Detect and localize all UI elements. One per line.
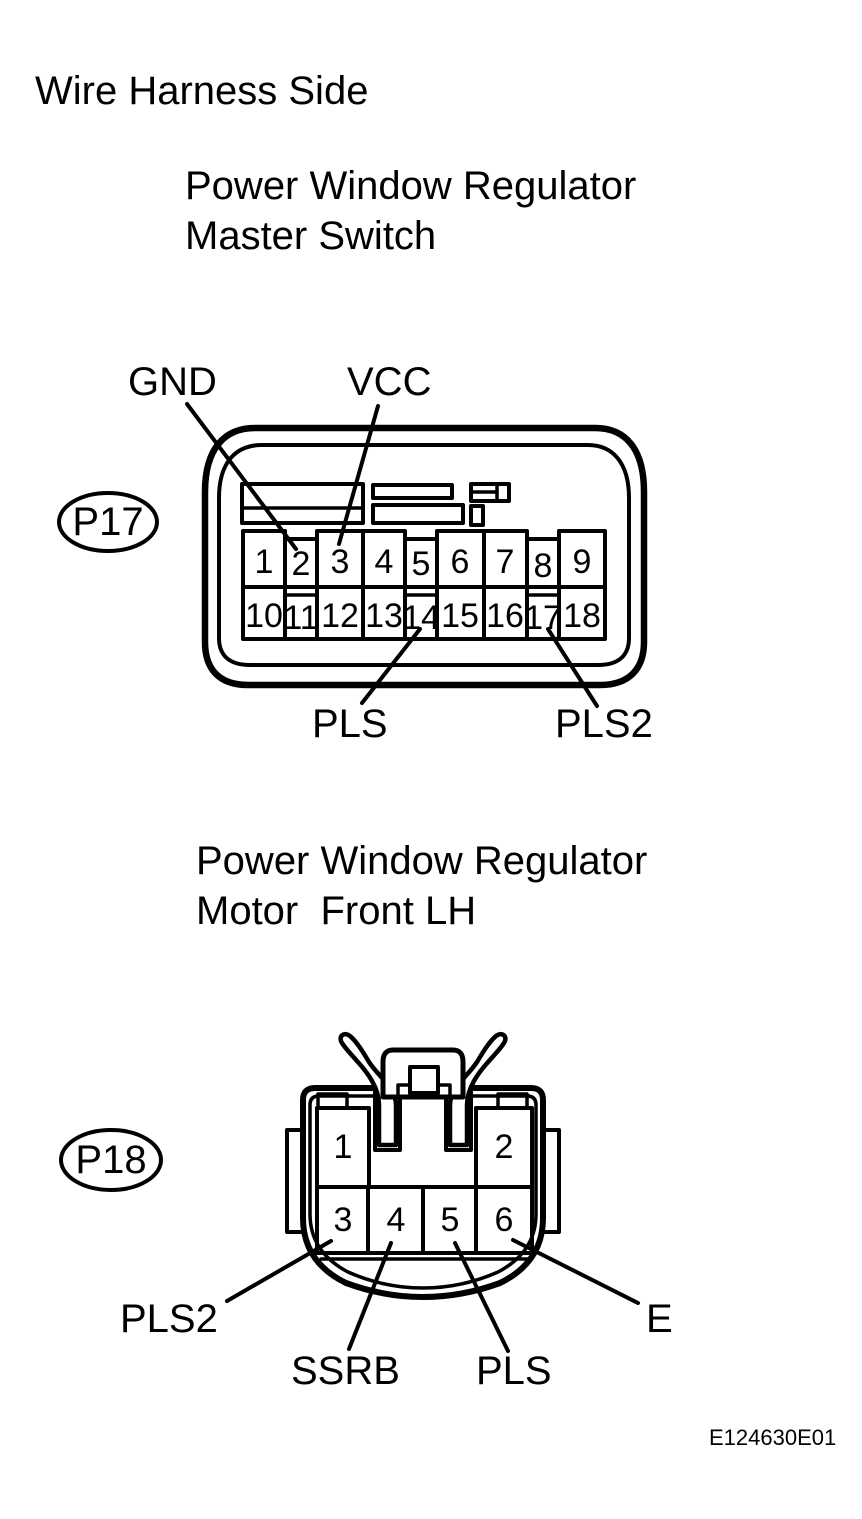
p18-right-prong: [447, 1031, 508, 1148]
p17-name-line1: Power Window Regulator: [185, 164, 637, 208]
figure-code: E124630E01: [709, 1425, 837, 1450]
p17-id-label: P17: [72, 500, 144, 544]
p17-leader-gnd: [185, 402, 298, 551]
p18-pin-3: 3: [333, 1201, 353, 1239]
p17-pin-7: 7: [495, 543, 515, 581]
p17-pin-14: 14: [402, 599, 440, 637]
p18-leader-pls: [453, 1241, 510, 1353]
p18-signal-pls-label: PLS: [476, 1349, 552, 1393]
p17-id-ellipse: [57, 491, 159, 553]
p17-pin-5: 5: [411, 545, 431, 583]
p17-pin-17: 17: [524, 599, 562, 637]
p17-signal-pls-label: PLS: [312, 702, 388, 746]
p17-pin-1: 1: [254, 543, 274, 581]
p18-signal-ssrb-label: SSRB: [291, 1349, 400, 1393]
p17-pin-11: 11: [283, 599, 319, 637]
p18-leader-ssrb: [347, 1241, 393, 1351]
p17-signal-gnd-label: GND: [128, 360, 217, 404]
p17-outer-housing: [201, 424, 648, 689]
p18-leader-pls2: [225, 1239, 333, 1303]
p17-pin-4: 4: [374, 543, 394, 581]
p18-id-label: P18: [75, 1138, 147, 1182]
p18-left-prong: [338, 1031, 399, 1148]
p17-pin-9: 9: [572, 543, 592, 581]
p17-pin-6: 6: [450, 543, 470, 581]
p18-inner-housing: [308, 1094, 538, 1290]
p18-signal-e-label: E: [646, 1297, 673, 1341]
p18-pin-6: 6: [494, 1201, 514, 1239]
p17-leader-lines: [185, 402, 599, 708]
p18-pin-4: 4: [386, 1201, 406, 1239]
p17-pin-2: 2: [291, 545, 311, 583]
p17-pin-12: 12: [321, 597, 359, 635]
p18-name-line1: Power Window Regulator: [196, 839, 648, 883]
p17-pin-15: 15: [441, 597, 479, 635]
p18-pin-1: 1: [333, 1128, 353, 1166]
p18-lock-latch: [380, 1047, 466, 1100]
page-title: Wire Harness Side: [35, 69, 369, 113]
p17-pin-16: 16: [486, 597, 524, 635]
p17-inner-housing: [217, 443, 631, 667]
p17-signal-vcc-label: VCC: [347, 360, 432, 404]
p18-leader-e: [511, 1238, 640, 1305]
p17-leader-vcc: [337, 404, 380, 546]
p17-pin-18: 18: [563, 597, 601, 635]
p17-pin-8: 8: [533, 547, 553, 585]
p18-id-ellipse: [59, 1128, 163, 1192]
p17-leader-pls2: [546, 627, 599, 708]
p17-pin-13: 13: [365, 597, 403, 635]
p17-name-line2: Master Switch: [185, 214, 437, 258]
p18-pin-2: 2: [494, 1128, 514, 1166]
p18-connector-drawing: [59, 1031, 640, 1353]
p18-signal-pls2-label: PLS2: [120, 1297, 218, 1341]
p17-connector-drawing: [57, 402, 648, 708]
p17-keying-features: [240, 482, 511, 527]
p17-pin-grid: [241, 529, 607, 641]
p18-leader-lines: [225, 1238, 640, 1353]
p17-pin-10: 10: [245, 597, 283, 635]
p17-signal-pls2-label: PLS2: [555, 702, 653, 746]
p18-pin-grid: [315, 1092, 534, 1255]
p17-pin-3: 3: [330, 543, 350, 581]
p18-name-line2: Motor Front LH: [196, 889, 477, 933]
p18-pin-5: 5: [440, 1201, 460, 1239]
p17-leader-pls: [360, 627, 422, 705]
